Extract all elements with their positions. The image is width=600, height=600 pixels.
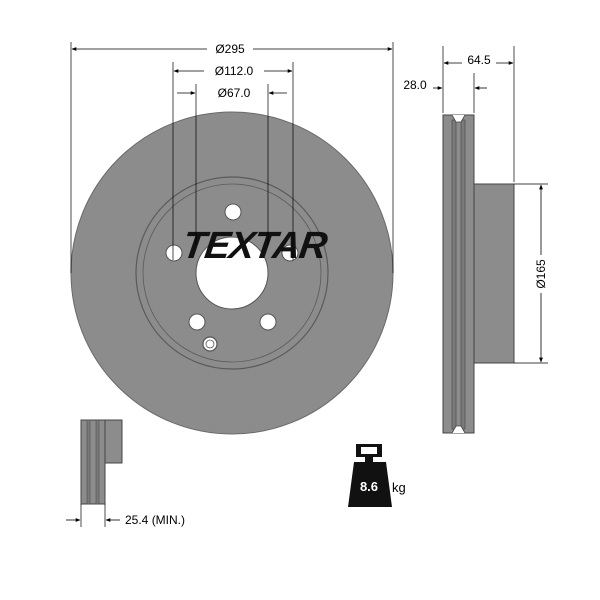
- friction-ring-section: [442, 114, 475, 434]
- weight-icon: [348, 444, 392, 507]
- min-thickness-label: 25.4 (MIN.): [125, 513, 185, 527]
- bolt-hole: [165, 244, 183, 262]
- center-bore: [195, 236, 269, 310]
- bolt-hole: [259, 313, 277, 331]
- center-bore-label: Ø67.0: [218, 86, 251, 100]
- weight-unit: kg: [392, 480, 406, 495]
- hat-outline: [135, 176, 329, 370]
- outer-diameter-label: Ø295: [215, 42, 245, 56]
- total-height-label: 64.5: [467, 53, 491, 67]
- disc-side-view: [442, 114, 515, 434]
- locating-hole-inner: [205, 339, 215, 349]
- bolt-hole: [224, 203, 242, 221]
- bolt-circle-label: Ø112.0: [215, 64, 254, 78]
- thickness-label: 28.0: [403, 78, 427, 92]
- bolt-hole: [188, 313, 206, 331]
- weight-value: 8.6: [360, 479, 378, 494]
- front-extension-lines: [70, 42, 394, 273]
- min-thickness-detail: [66, 419, 123, 527]
- hat-diameter-label: Ø165: [534, 259, 548, 289]
- brand-logo: TEXTAR: [180, 224, 331, 267]
- hat-inner-outline: [142, 183, 322, 363]
- side-extension-lines: [442, 46, 548, 364]
- hat-section: [473, 183, 515, 364]
- bolt-hole: [281, 244, 299, 262]
- locating-hole: [202, 336, 218, 352]
- disc-front-view: TEXTAR: [70, 111, 394, 435]
